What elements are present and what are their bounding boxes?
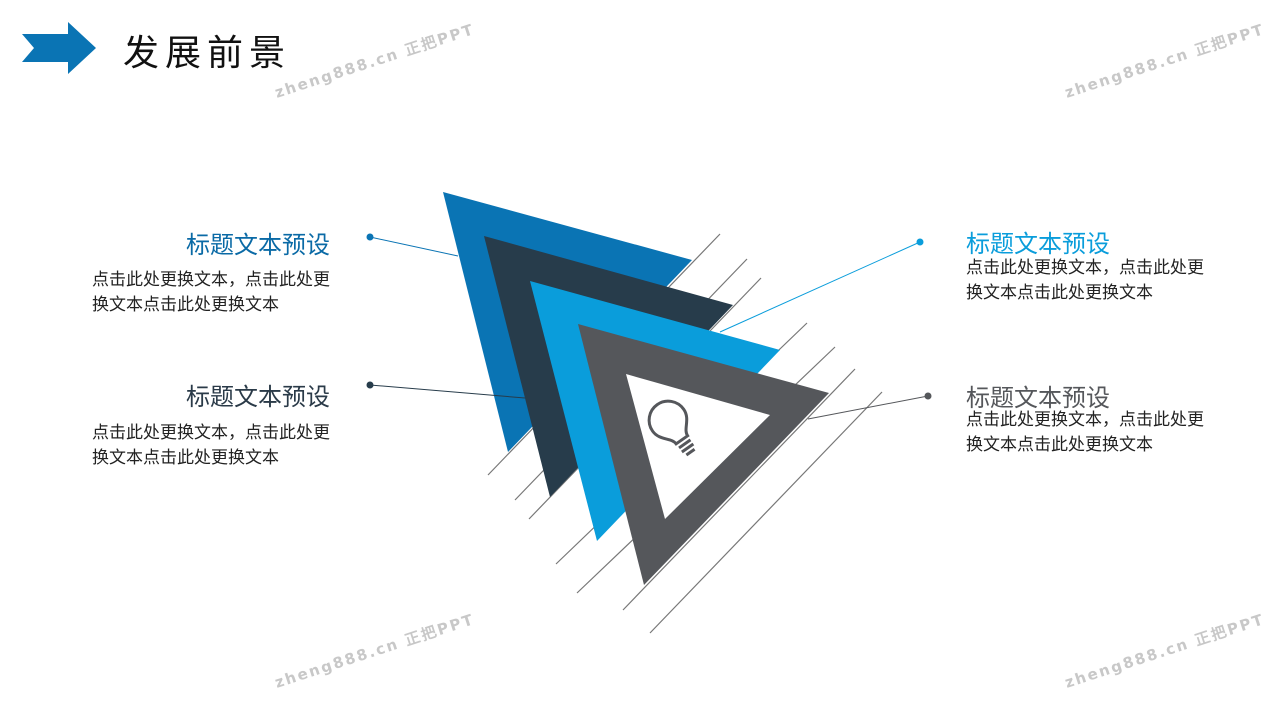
- item-4-text: 点击此处更换文本，点击此处更换文本点击此处更换文本: [966, 410, 1204, 455]
- item-4-title: 标题文本预设: [966, 384, 1110, 412]
- connectors: [366, 233, 932, 420]
- item-1-title: 标题文本预设: [186, 231, 330, 259]
- page-title: 发展前景: [123, 33, 292, 74]
- lightbulb-icon: [647, 399, 696, 457]
- item-3-text: 点击此处更换文本，点击此处更换文本点击此处更换文本: [966, 258, 1204, 303]
- item-1-text: 点击此处更换文本，点击此处更换文本点击此处更换文本: [92, 270, 330, 315]
- item-2-text: 点击此处更换文本，点击此处更换文本点击此处更换文本: [92, 423, 330, 468]
- arrow-icon: [22, 22, 96, 74]
- item-2-title: 标题文本预设: [186, 383, 330, 411]
- item-3-title: 标题文本预设: [966, 230, 1110, 258]
